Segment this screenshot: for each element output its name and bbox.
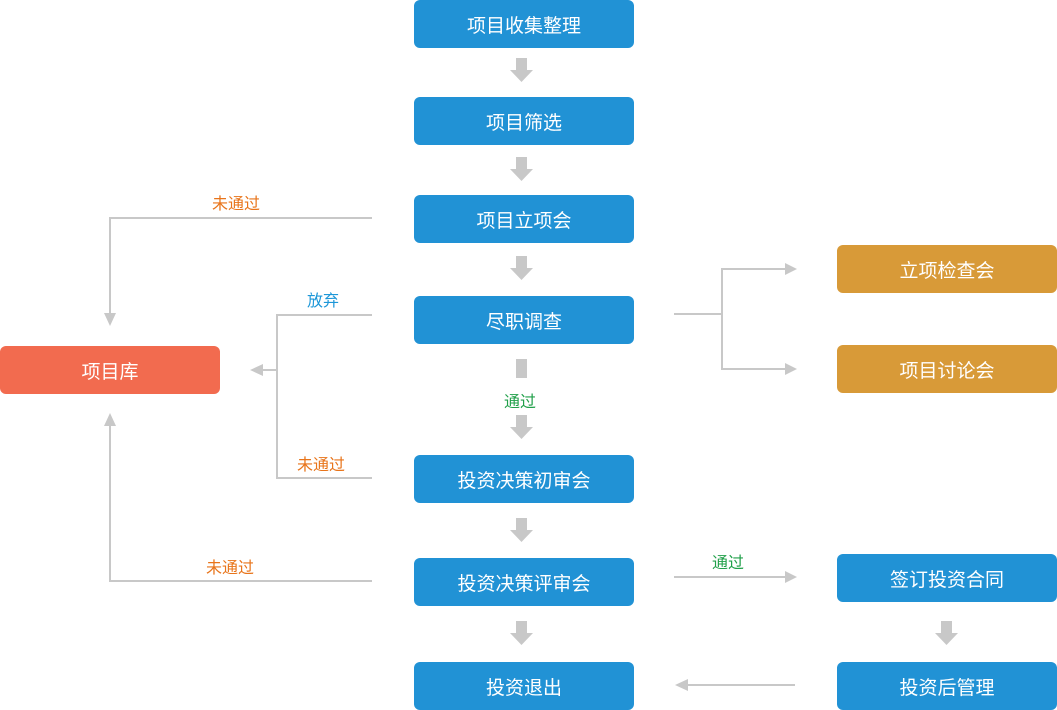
node-initiation-meeting[interactable]: 项目立项会	[414, 195, 634, 243]
arrow-down-icon	[510, 58, 533, 82]
edge-label-final-pass: 通过	[712, 553, 745, 572]
node-label: 投资决策初审会	[457, 469, 591, 492]
node-label: 投资后管理	[899, 676, 995, 699]
node-label: 项目筛选	[485, 111, 562, 134]
node-label: 立项检查会	[899, 259, 995, 282]
arrow-down-icon	[510, 415, 533, 439]
node-label: 项目库	[81, 360, 139, 383]
node-due-diligence[interactable]: 尽职调查	[414, 296, 634, 344]
edge-label-final-fail: 未通过	[206, 558, 255, 577]
node-label: 投资退出	[485, 676, 562, 699]
arrow-right-icon	[785, 263, 797, 275]
edge-label-initiation-fail: 未通过	[212, 194, 261, 213]
node-label: 项目讨论会	[899, 359, 995, 382]
node-preliminary-review[interactable]: 投资决策初审会	[414, 455, 634, 503]
node-label: 尽职调查	[485, 310, 562, 333]
arrow-down-icon	[510, 256, 533, 280]
edge-label-abandon: 放弃	[307, 291, 340, 310]
arrow-down-icon	[510, 518, 533, 542]
arrow-left-icon	[250, 364, 263, 376]
node-label: 投资决策评审会	[457, 572, 591, 595]
node-final-review[interactable]: 投资决策评审会	[414, 558, 634, 606]
arrow-down-icon	[510, 157, 533, 181]
node-project-library[interactable]: 项目库	[0, 346, 220, 394]
arrow-right-icon	[785, 363, 797, 375]
node-screen[interactable]: 项目筛选	[414, 97, 634, 145]
node-label: 签订投资合同	[889, 568, 1004, 591]
node-project-discussion[interactable]: 项目讨论会	[837, 345, 1057, 393]
arrow-down-icon	[510, 621, 533, 645]
arrow-left-icon	[675, 679, 688, 691]
node-collect[interactable]: 项目收集整理	[414, 0, 634, 48]
node-sign-contract[interactable]: 签订投资合同	[837, 554, 1057, 602]
arrow-up-icon	[104, 413, 116, 426]
arrow-down-icon	[516, 359, 527, 378]
node-label: 项目立项会	[476, 209, 572, 232]
node-post-investment[interactable]: 投资后管理	[837, 662, 1057, 710]
node-label: 项目收集整理	[466, 14, 581, 37]
node-initiation-check[interactable]: 立项检查会	[837, 245, 1057, 293]
edge-label-preliminary-fail: 未通过	[297, 455, 346, 474]
arrow-right-icon	[785, 571, 797, 583]
edge-label-dd-pass: 通过	[504, 392, 537, 411]
arrow-down-icon	[935, 621, 958, 645]
node-exit[interactable]: 投资退出	[414, 662, 634, 710]
arrow-down-icon	[104, 313, 116, 326]
